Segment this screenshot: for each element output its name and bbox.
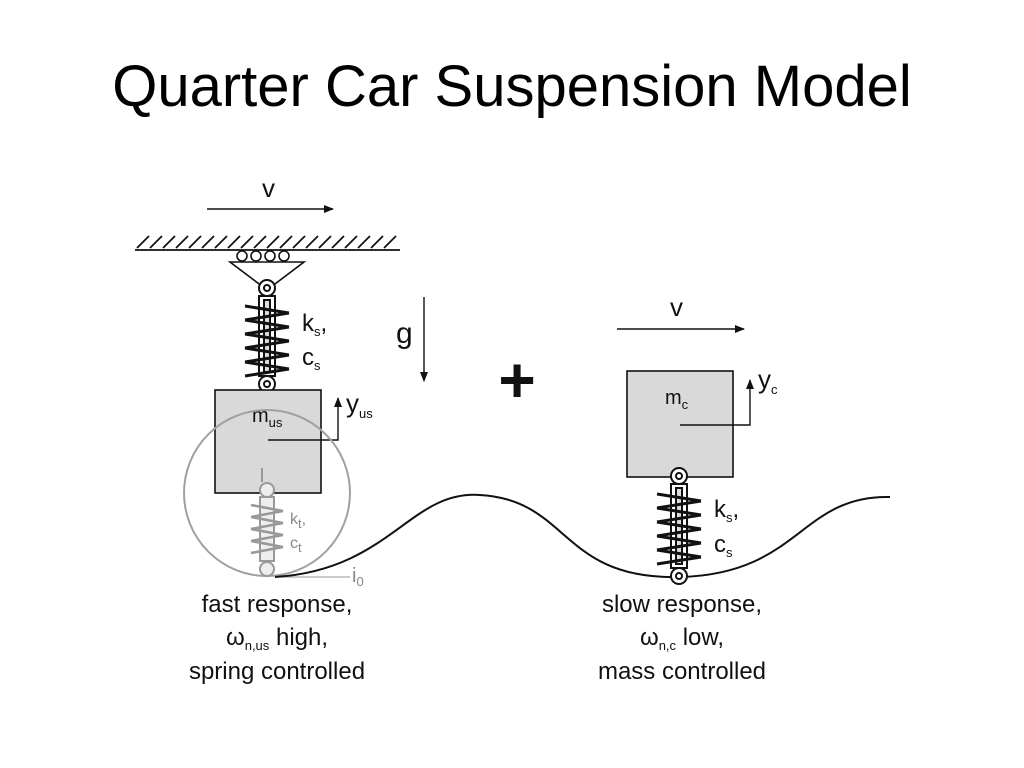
gravity-label: g	[396, 317, 413, 350]
unsprung-displacement-label: yus	[346, 388, 373, 421]
right-velocity-label: v	[670, 292, 683, 322]
unsprung-displacement-arrow	[268, 397, 342, 441]
left-spring-k-label: ks,	[302, 310, 327, 339]
left-caption-line3: spring controlled	[189, 658, 365, 685]
hatched-rail	[135, 235, 400, 251]
right-caption-line2: ωn,c low,	[640, 624, 724, 653]
plus-sign: +	[498, 344, 535, 416]
right-spring-k-label: ks,	[714, 496, 739, 525]
sprung-displacement-arrow	[680, 379, 754, 426]
right-spring-damper	[656, 467, 702, 585]
sprung-mass-block	[626, 370, 734, 478]
unsprung-mass-block	[214, 389, 322, 494]
tire-c-label: ct	[290, 535, 302, 555]
road-profile	[274, 493, 891, 579]
left-velocity-label: v	[262, 173, 275, 203]
left-spring-c-label: cs	[302, 344, 321, 373]
left-model: v	[135, 173, 428, 685]
contact-point-label: i0	[352, 565, 364, 589]
slide-title: Quarter Car Suspension Model	[112, 54, 912, 119]
roller-support	[227, 250, 307, 292]
right-caption-line1: slow response,	[602, 591, 762, 618]
tire-spring-damper	[250, 468, 284, 577]
right-spring-c-label: cs	[714, 531, 733, 560]
sprung-displacement-label: yc	[758, 364, 778, 397]
right-model: v mc yc ks, cs slow response, ωn,c low, …	[598, 292, 778, 685]
sprung-mass-label: mc	[665, 387, 689, 412]
left-caption-line2: ωn,us high,	[226, 624, 328, 653]
tire-k-label: kt,	[290, 511, 306, 531]
upper-spring-damper	[244, 279, 290, 393]
right-caption-line3: mass controlled	[598, 658, 766, 685]
left-caption-line1: fast response,	[202, 591, 353, 618]
